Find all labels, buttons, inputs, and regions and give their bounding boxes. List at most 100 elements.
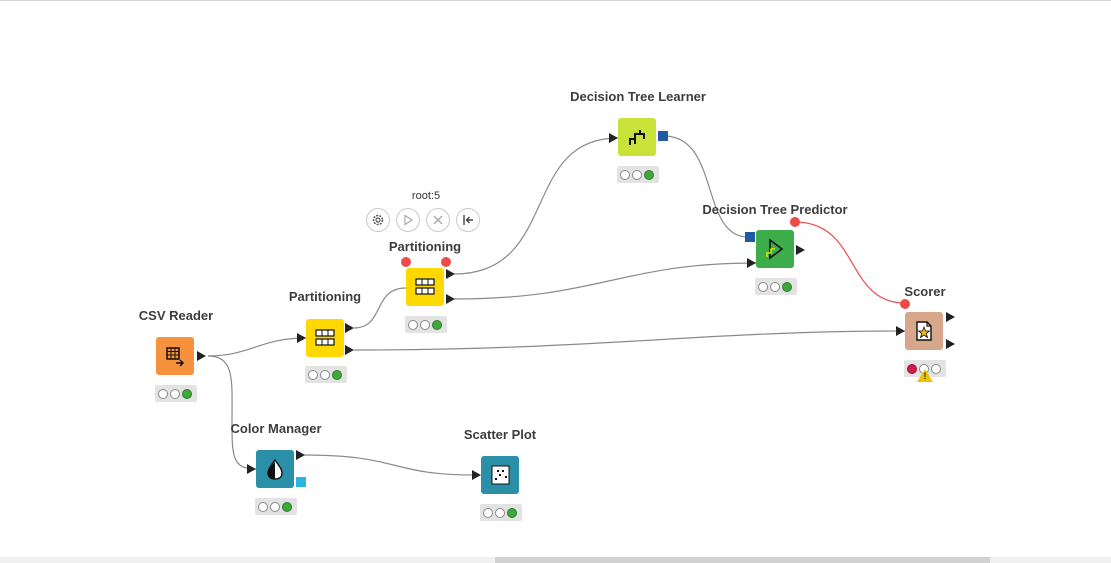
partition-icon [315, 329, 335, 346]
node-status-csv-reader [155, 385, 197, 402]
status-light-executed [507, 507, 517, 518]
node-label-partitioning[interactable]: Partitioning [388, 239, 462, 254]
status-light-executed [432, 319, 442, 330]
status-light [483, 507, 493, 518]
tree-predictor-icon [766, 238, 784, 260]
node-label-csv-reader[interactable]: CSV Reader [138, 308, 214, 323]
partition-icon [415, 278, 435, 295]
status-light [408, 319, 418, 330]
cancel-button[interactable] [426, 208, 450, 232]
color-model-output-port[interactable] [296, 477, 306, 487]
connection-partitioning-to-predictor [453, 262, 757, 300]
node-color-manager[interactable] [256, 450, 294, 488]
flow-variable-port[interactable] [441, 257, 451, 267]
flow-variable-port[interactable] [900, 299, 910, 309]
status-light [170, 388, 180, 399]
scrollbar-thumb[interactable] [495, 557, 990, 563]
status-light [495, 507, 505, 518]
node-label-scatter-plot[interactable]: Scatter Plot [463, 427, 537, 442]
status-light [758, 281, 768, 292]
warning-icon[interactable] [917, 369, 933, 382]
execute-button[interactable] [396, 208, 420, 232]
output-port-top[interactable] [345, 323, 354, 333]
node-scatter-plot[interactable] [481, 456, 519, 494]
status-light-executed [282, 501, 292, 512]
connection-csv-to-partitioning [207, 337, 307, 357]
node-id-label: root:5 [411, 190, 441, 202]
node-status-scatter-plot [480, 504, 522, 521]
node-status-partitioning-2 [405, 316, 447, 333]
status-light [308, 369, 318, 380]
status-light [420, 319, 430, 330]
node-scorer[interactable] [905, 312, 943, 350]
status-light [632, 169, 642, 180]
input-port[interactable] [896, 326, 905, 336]
input-port[interactable] [247, 464, 256, 474]
model-output-port[interactable] [658, 131, 668, 141]
tree-learner-icon [629, 130, 645, 145]
close-icon [433, 215, 443, 225]
connection-partitioning-to-learner [453, 137, 619, 275]
output-port-bottom[interactable] [345, 345, 354, 355]
status-light [320, 369, 330, 380]
connection-color-manager-to-scatter [303, 454, 475, 476]
node-csv-reader[interactable] [156, 337, 194, 375]
color-drop-icon [267, 458, 283, 480]
scorer-icon [916, 321, 932, 341]
status-light [158, 388, 168, 399]
status-light [270, 501, 280, 512]
status-light-executed [332, 369, 342, 380]
flow-variable-connection [794, 221, 906, 304]
node-status-decision-tree-predictor [755, 278, 797, 295]
scatter-icon [491, 465, 510, 485]
status-light [258, 501, 268, 512]
output-port[interactable] [296, 450, 305, 460]
flow-variable-port[interactable] [401, 257, 411, 267]
output-port-bottom[interactable] [446, 294, 455, 304]
input-port[interactable] [297, 333, 306, 343]
status-light [770, 281, 780, 292]
horizontal-scrollbar[interactable] [0, 557, 1111, 563]
status-light [931, 363, 941, 374]
output-port-top[interactable] [946, 312, 955, 322]
input-port[interactable] [609, 133, 618, 143]
node-decision-tree-predictor[interactable] [756, 230, 794, 268]
node-label-decision-tree-predictor[interactable]: Decision Tree Predictor [702, 202, 848, 217]
node-status-color-manager [255, 498, 297, 515]
node-label-decision-tree-learner[interactable]: Decision Tree Learner [570, 89, 706, 104]
gear-icon [372, 214, 384, 226]
output-port[interactable] [197, 351, 206, 361]
connection-learner-to-predictor [663, 135, 749, 238]
node-label-color-manager[interactable]: Color Manager [230, 421, 322, 436]
warning-exclamation: ! [923, 371, 927, 381]
output-port[interactable] [796, 245, 805, 255]
node-status-partitioning-1 [305, 366, 347, 383]
configure-button[interactable] [366, 208, 390, 232]
model-input-port[interactable] [745, 232, 755, 242]
output-port-top[interactable] [446, 269, 455, 279]
play-icon [404, 214, 414, 226]
status-light-executed [782, 281, 792, 292]
input-port[interactable] [472, 470, 481, 480]
node-action-bar [366, 208, 480, 232]
connection-partitioning-to-partitioning [353, 287, 407, 329]
node-partitioning-1[interactable] [306, 319, 344, 357]
node-decision-tree-learner[interactable] [618, 118, 656, 156]
flow-variable-port[interactable] [790, 217, 800, 227]
connection-csv-to-color-manager [207, 355, 257, 470]
node-label-partitioning[interactable]: Partitioning [288, 289, 362, 304]
table-arrow-icon [166, 347, 185, 367]
input-port[interactable] [747, 258, 756, 268]
node-partitioning-2[interactable] [406, 268, 444, 306]
connection-partitioning-to-scorer [353, 330, 906, 351]
status-light-error [907, 363, 917, 374]
node-status-decision-tree-learner [617, 166, 659, 183]
node-label-scorer[interactable]: Scorer [904, 284, 946, 299]
reset-button[interactable] [456, 208, 480, 232]
status-light-executed [644, 169, 654, 180]
status-light [620, 169, 630, 180]
reset-icon [463, 215, 473, 225]
output-port-bottom[interactable] [946, 339, 955, 349]
